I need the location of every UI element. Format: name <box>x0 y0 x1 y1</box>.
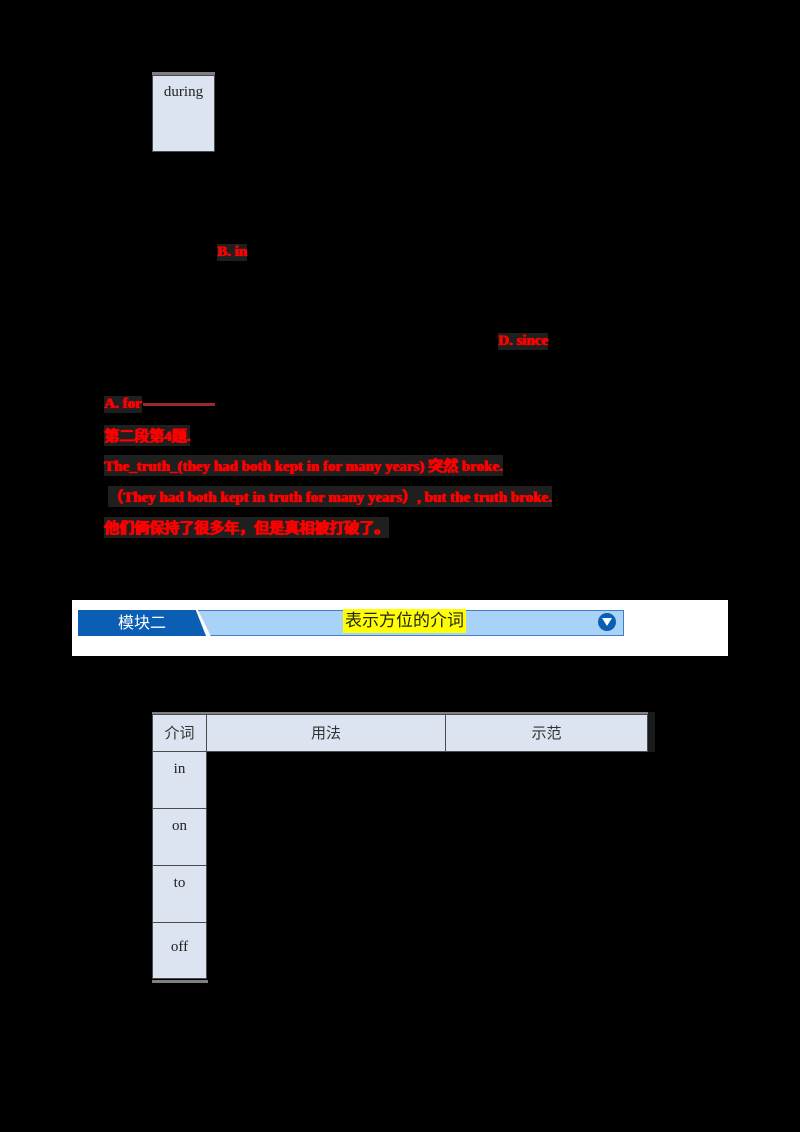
table-header-example: 示范 <box>445 714 648 752</box>
preposition-cell: in <box>173 761 186 777</box>
example-sentence-en-1: The_truth_(they had both kept in for man… <box>104 455 503 476</box>
chevron-down-circle-icon[interactable] <box>598 613 616 631</box>
table-top-border <box>152 712 648 715</box>
preposition-cell: on <box>172 818 187 834</box>
module-tab: 模块二 <box>78 610 206 636</box>
table-row: in <box>152 751 207 809</box>
table-row: on <box>152 808 207 866</box>
top-cell-border <box>152 72 215 75</box>
table-row: off <box>152 922 207 979</box>
answer-option-d: D. since <box>498 333 548 350</box>
note-label: 第二段第4题. <box>104 425 191 446</box>
table-header-usage: 用法 <box>206 714 446 752</box>
example-sentence-en-2: （They had both kept in truth for many ye… <box>108 486 552 507</box>
preposition-cell: off <box>170 939 189 955</box>
table-bottom-border <box>152 980 208 983</box>
table-row: to <box>152 865 207 923</box>
module-title: 表示方位的介词 <box>343 609 466 633</box>
module-banner: 模块二 表示方位的介词 <box>72 600 728 656</box>
top-cell-during: during <box>152 75 215 152</box>
table-header-preposition: 介词 <box>152 714 207 752</box>
answer-option-b: B. in <box>217 244 248 261</box>
example-sentence-zh: 他们俩保持了很多年，但是真相被打破了。 <box>104 517 390 538</box>
answer-underline <box>143 403 215 406</box>
top-cell-text: during <box>163 84 204 100</box>
answer-option-a: A. for <box>104 396 142 413</box>
table-shadow <box>648 712 655 752</box>
preposition-cell: to <box>173 875 186 891</box>
